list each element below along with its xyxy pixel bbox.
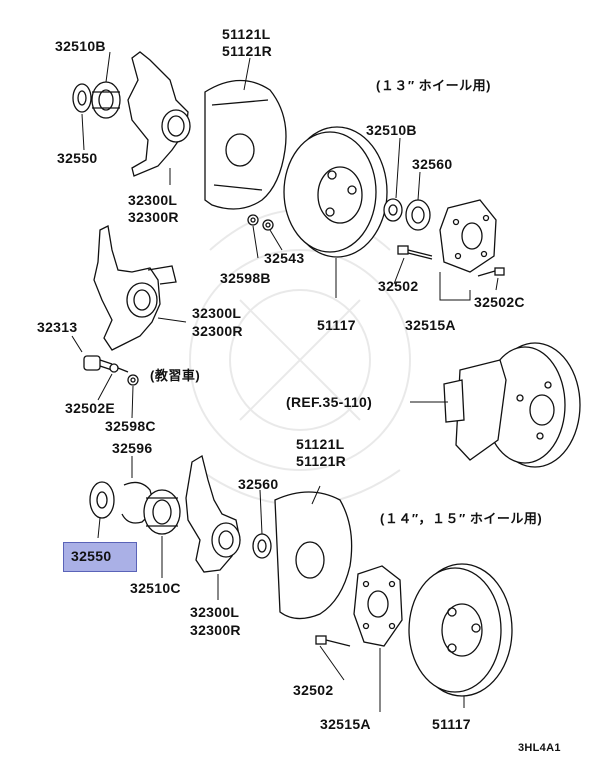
steering-knuckle-top <box>127 51 191 177</box>
highlight-box-32550 <box>63 542 137 572</box>
part-label-51121R-bottom[interactable]: 51121R <box>296 453 347 469</box>
part-label-32300L-top[interactable]: 32300L <box>128 192 178 208</box>
note-13-inch-wheel: (１３″ ホイール用) <box>376 78 491 93</box>
oil-seal-32550-top <box>72 83 92 113</box>
part-label-32560-bottom[interactable]: 32560 <box>238 476 279 492</box>
part-label-51117-bottom[interactable]: 51117 <box>432 716 471 732</box>
part-label-32550-bottom[interactable]: 32550 <box>71 548 112 564</box>
bearing-32510C <box>143 489 181 535</box>
hub-32515A-top <box>439 199 497 273</box>
part-label-32300R-top[interactable]: 32300R <box>128 209 179 225</box>
hub-bolt-32502-top <box>397 245 433 260</box>
brake-caliper-assembly <box>443 342 581 468</box>
dust-cover-51121-bottom <box>274 491 353 620</box>
part-label-32598C[interactable]: 32598C <box>105 418 156 434</box>
part-label-32598B[interactable]: 32598B <box>220 270 271 286</box>
reference-label[interactable]: (REF.35-110) <box>286 394 373 410</box>
part-label-32550-top[interactable]: 32550 <box>57 150 98 166</box>
part-label-32300R-mid[interactable]: 32300R <box>192 323 243 339</box>
part-label-32515A-bottom[interactable]: 32515A <box>320 716 371 732</box>
seal-32560-top <box>405 199 431 231</box>
part-label-32543[interactable]: 32543 <box>264 250 305 266</box>
nut-32598C <box>127 374 139 386</box>
part-label-51121R-top[interactable]: 51121R <box>222 43 273 59</box>
part-label-32510B-top[interactable]: 32510B <box>55 38 106 54</box>
hub-bolt-32502-bottom <box>315 635 351 647</box>
part-label-32502-top[interactable]: 32502 <box>378 278 419 294</box>
bearing-32510B-mid <box>383 198 403 222</box>
diagram-code: 3HL4A1 <box>518 742 561 754</box>
part-label-32300R-bottom[interactable]: 32300R <box>190 622 241 638</box>
part-label-32510C[interactable]: 32510C <box>130 580 181 596</box>
nut-32598B <box>247 214 259 226</box>
note-training-vehicle: (教習車) <box>150 368 201 383</box>
leader-lines <box>71 51 499 712</box>
part-label-32502C[interactable]: 32502C <box>474 294 525 310</box>
part-label-51117-top[interactable]: 51117 <box>317 317 356 333</box>
brake-disc-51117-top <box>283 126 388 258</box>
steering-knuckle-mid <box>93 225 177 351</box>
dust-cover-51121-top <box>204 79 287 210</box>
bearing-32510B-top <box>91 81 121 119</box>
part-label-32510B-mid[interactable]: 32510B <box>366 122 417 138</box>
brake-disc-51117-bottom <box>408 563 513 697</box>
part-label-32515A-top[interactable]: 32515A <box>405 317 456 333</box>
part-label-32300L-bottom[interactable]: 32300L <box>190 604 240 620</box>
oil-seal-32550-bottom <box>89 481 115 519</box>
part-label-32596[interactable]: 32596 <box>112 440 153 456</box>
seal-32560-bottom <box>252 533 272 559</box>
bolt-32502E <box>109 363 129 373</box>
note-14-15-inch-wheel: (１４″，１５″ ホイール用) <box>380 511 543 526</box>
part-label-32560-top[interactable]: 32560 <box>412 156 453 172</box>
nut-32543 <box>262 219 274 231</box>
part-label-32502-bottom[interactable]: 32502 <box>293 682 334 698</box>
part-label-32300L-mid[interactable]: 32300L <box>192 305 242 321</box>
hub-32515A-bottom <box>353 565 403 647</box>
hub-bolt-32502C <box>477 267 505 277</box>
part-label-32502E[interactable]: 32502E <box>65 400 116 416</box>
part-label-32313[interactable]: 32313 <box>37 319 78 335</box>
bushing-32313 <box>83 355 113 371</box>
part-label-51121L-top[interactable]: 51121L <box>222 26 271 42</box>
steering-knuckle-bottom <box>185 454 241 573</box>
part-label-51121L-bottom[interactable]: 51121L <box>296 436 345 452</box>
